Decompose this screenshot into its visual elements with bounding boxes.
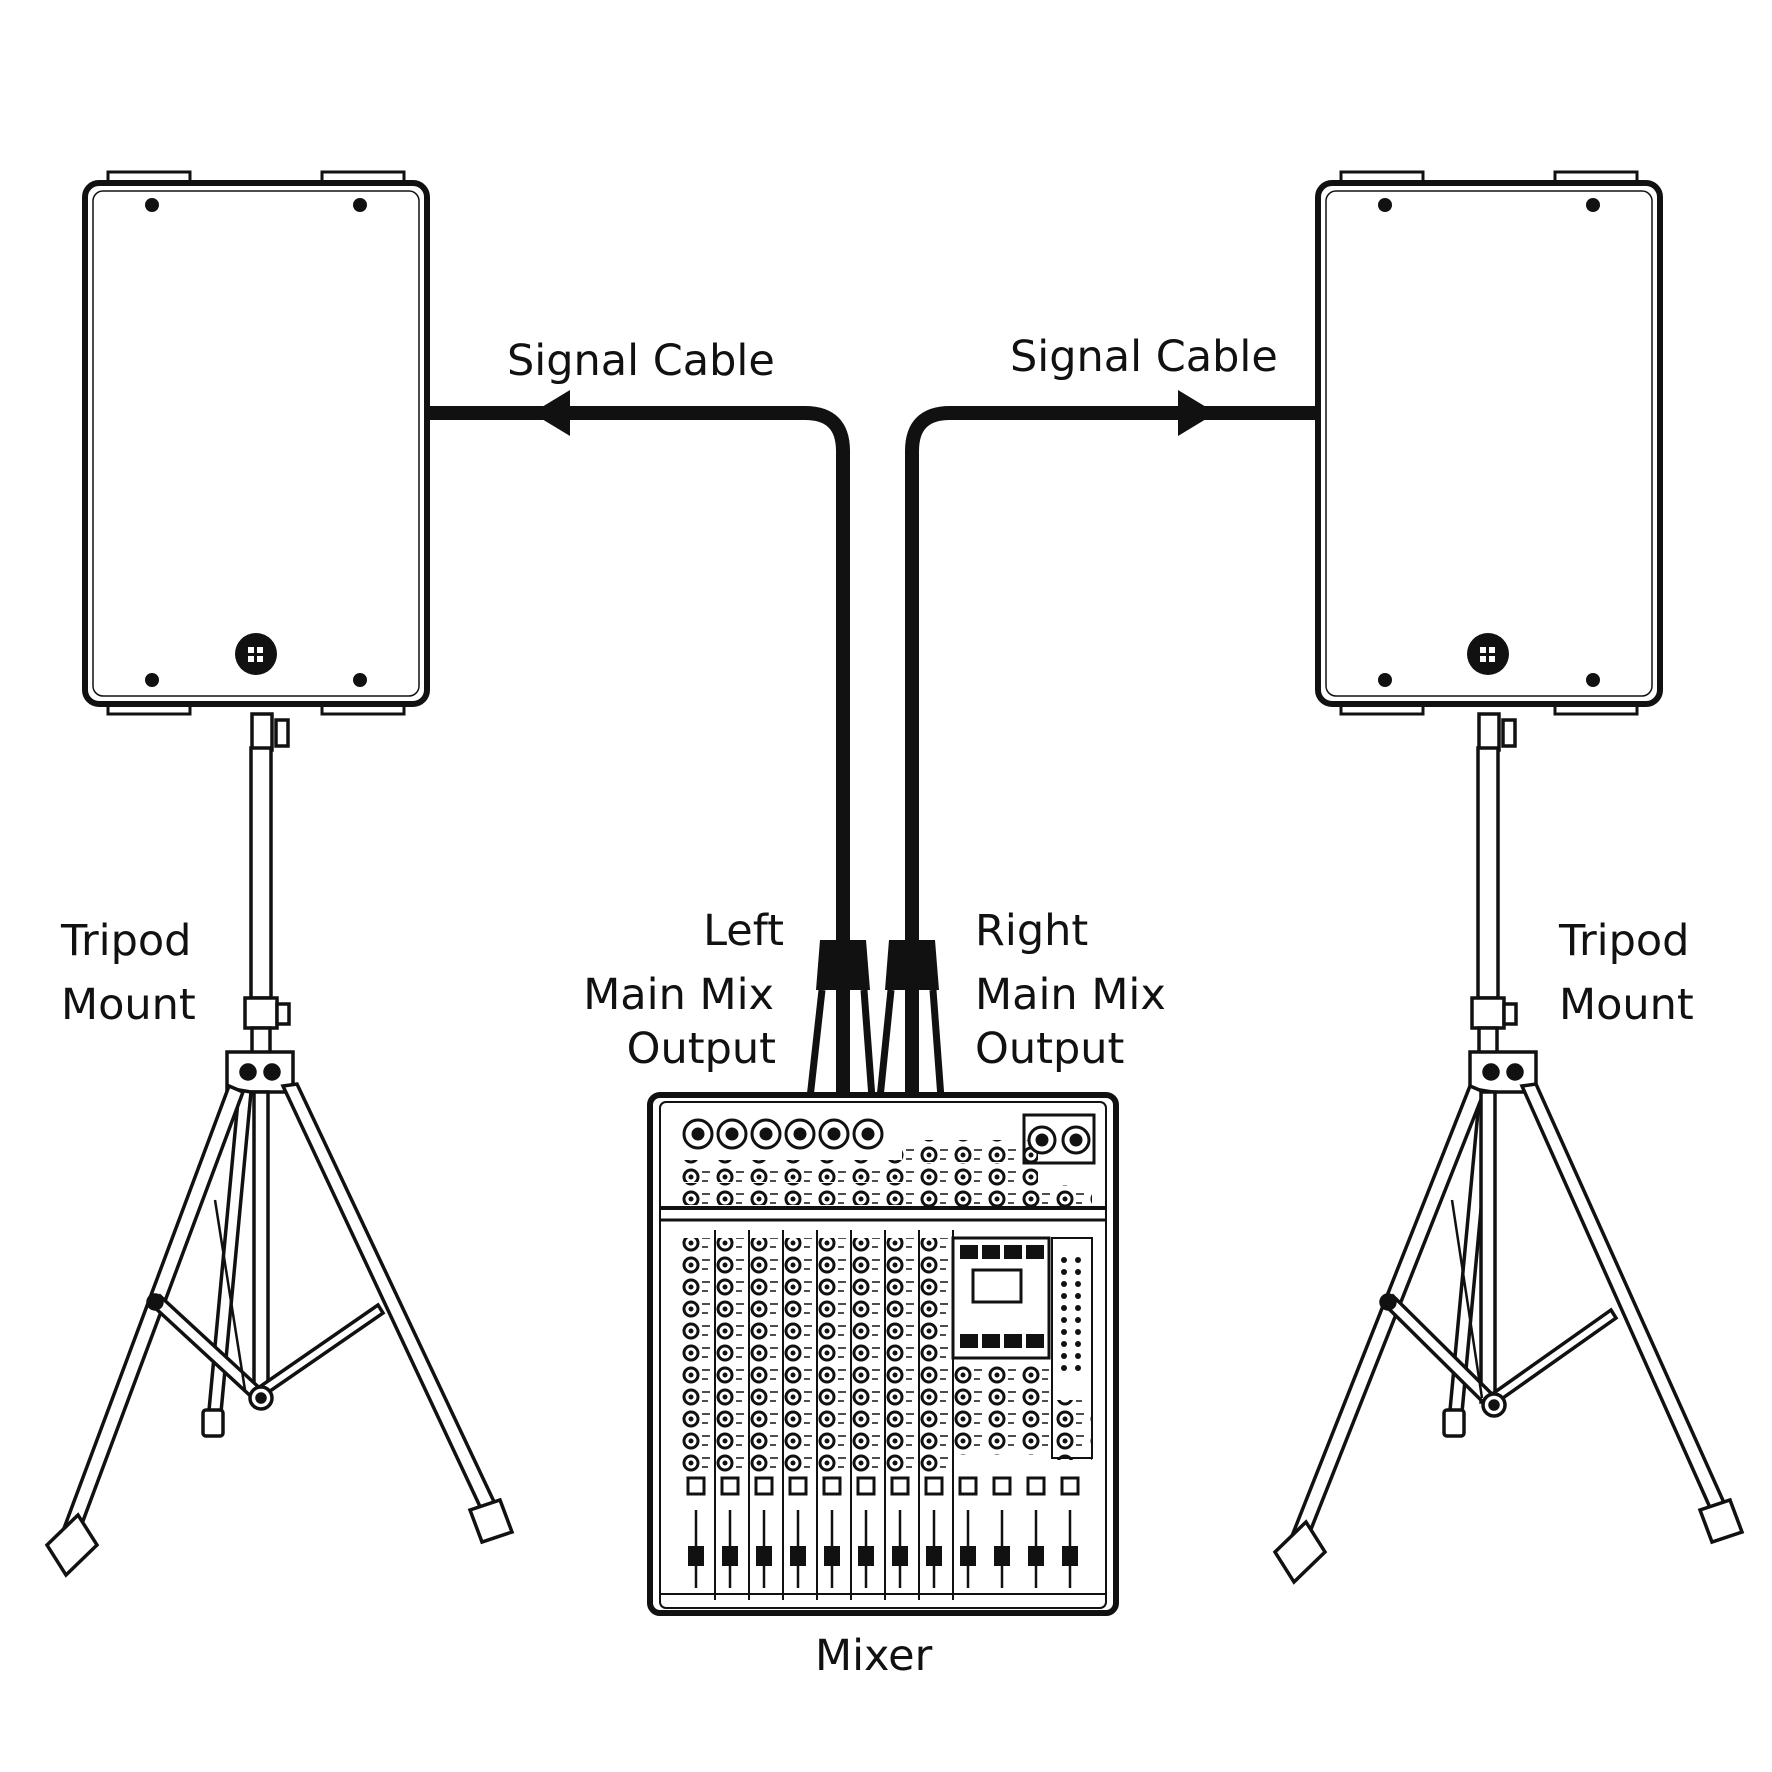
screw-icon (1586, 673, 1600, 687)
right-output-label-line1: Right (975, 906, 1089, 956)
mixer-console (647, 1092, 1119, 1616)
right-signal-cable (876, 390, 1318, 1099)
left-speaker (82, 170, 430, 716)
speaker-logo-icon (235, 633, 277, 675)
arrow-right-icon (1178, 390, 1216, 436)
fader-row (688, 1510, 1078, 1588)
left-output-label-line1: Left (703, 906, 784, 956)
screw-icon (353, 673, 367, 687)
left-output-label-line3: Output (626, 1024, 776, 1074)
tripod-mount-left-label-line1: Tripod (61, 916, 192, 966)
screw-icon (145, 673, 159, 687)
speaker-logo-icon (1467, 633, 1509, 675)
screw-icon (1378, 198, 1392, 212)
arrow-left-icon (532, 390, 570, 436)
right-output-label-line2: Main Mix (975, 970, 1166, 1020)
tripod-mount-right-label-line1: Tripod (1559, 916, 1690, 966)
right-output-label-line3: Output (975, 1024, 1125, 1074)
screw-icon (1586, 198, 1600, 212)
screw-icon (353, 198, 367, 212)
right-tripod (1272, 712, 1745, 1585)
tripod-mount-right-label-line2: Mount (1559, 980, 1694, 1030)
signal-cable-left-label: Signal Cable (507, 336, 775, 386)
signal-cable-right-label: Signal Cable (1010, 332, 1278, 382)
left-signal-cable (427, 390, 876, 1099)
left-tripod (44, 712, 515, 1578)
left-output-label-line2: Main Mix (583, 970, 774, 1020)
right-speaker (1315, 170, 1663, 716)
main-mix-output-jacks (1022, 1113, 1096, 1165)
screw-icon (145, 198, 159, 212)
mixer-label: Mixer (815, 1631, 933, 1681)
tripod-mount-left-label-line2: Mount (61, 980, 196, 1030)
xlr-input-row (682, 1118, 884, 1150)
screw-icon (1378, 673, 1392, 687)
